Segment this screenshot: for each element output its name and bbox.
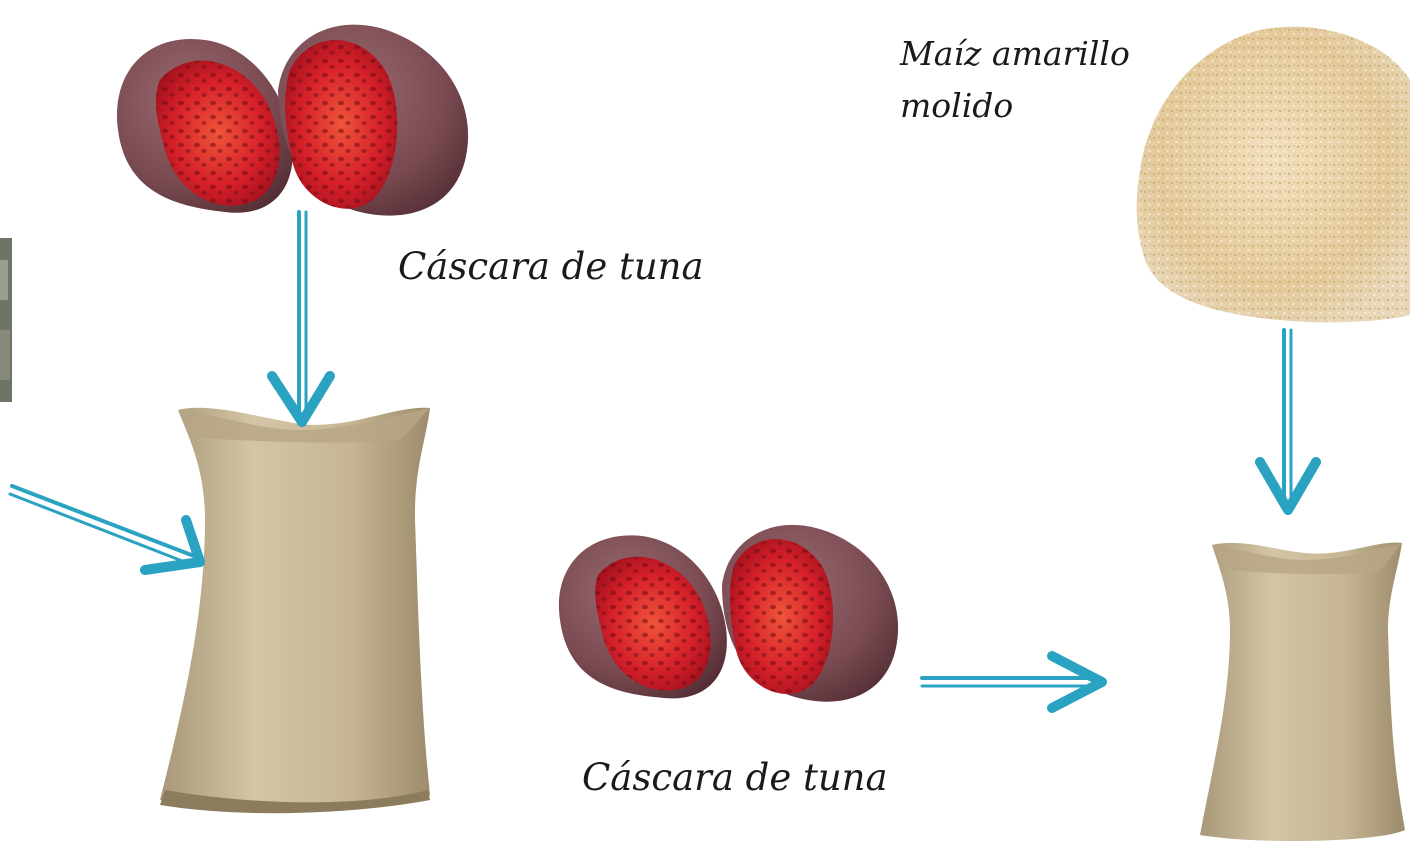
arrow-tuna-to-small-sack [922,656,1102,708]
burlap-sack-small [1200,543,1405,841]
tuna-fruit-top [117,25,468,216]
arrow-tuna-to-sack [272,212,330,422]
tuna-fruit-bottom [559,525,898,702]
label-maize-line2: molido [900,80,1200,132]
label-tuna-peel-bottom: Cáscara de tuna [582,756,888,799]
cropped-photo-left-edge [0,238,12,402]
burlap-sack-large [160,408,430,813]
arrow-left-to-sack [10,486,200,570]
arrow-maize-to-sack [1260,330,1316,510]
label-tuna-peel-top: Cáscara de tuna [398,245,704,288]
label-maize-line1: Maíz amarillo [900,28,1200,80]
label-ground-yellow-maize: Maíz amarillo molido [900,28,1200,132]
